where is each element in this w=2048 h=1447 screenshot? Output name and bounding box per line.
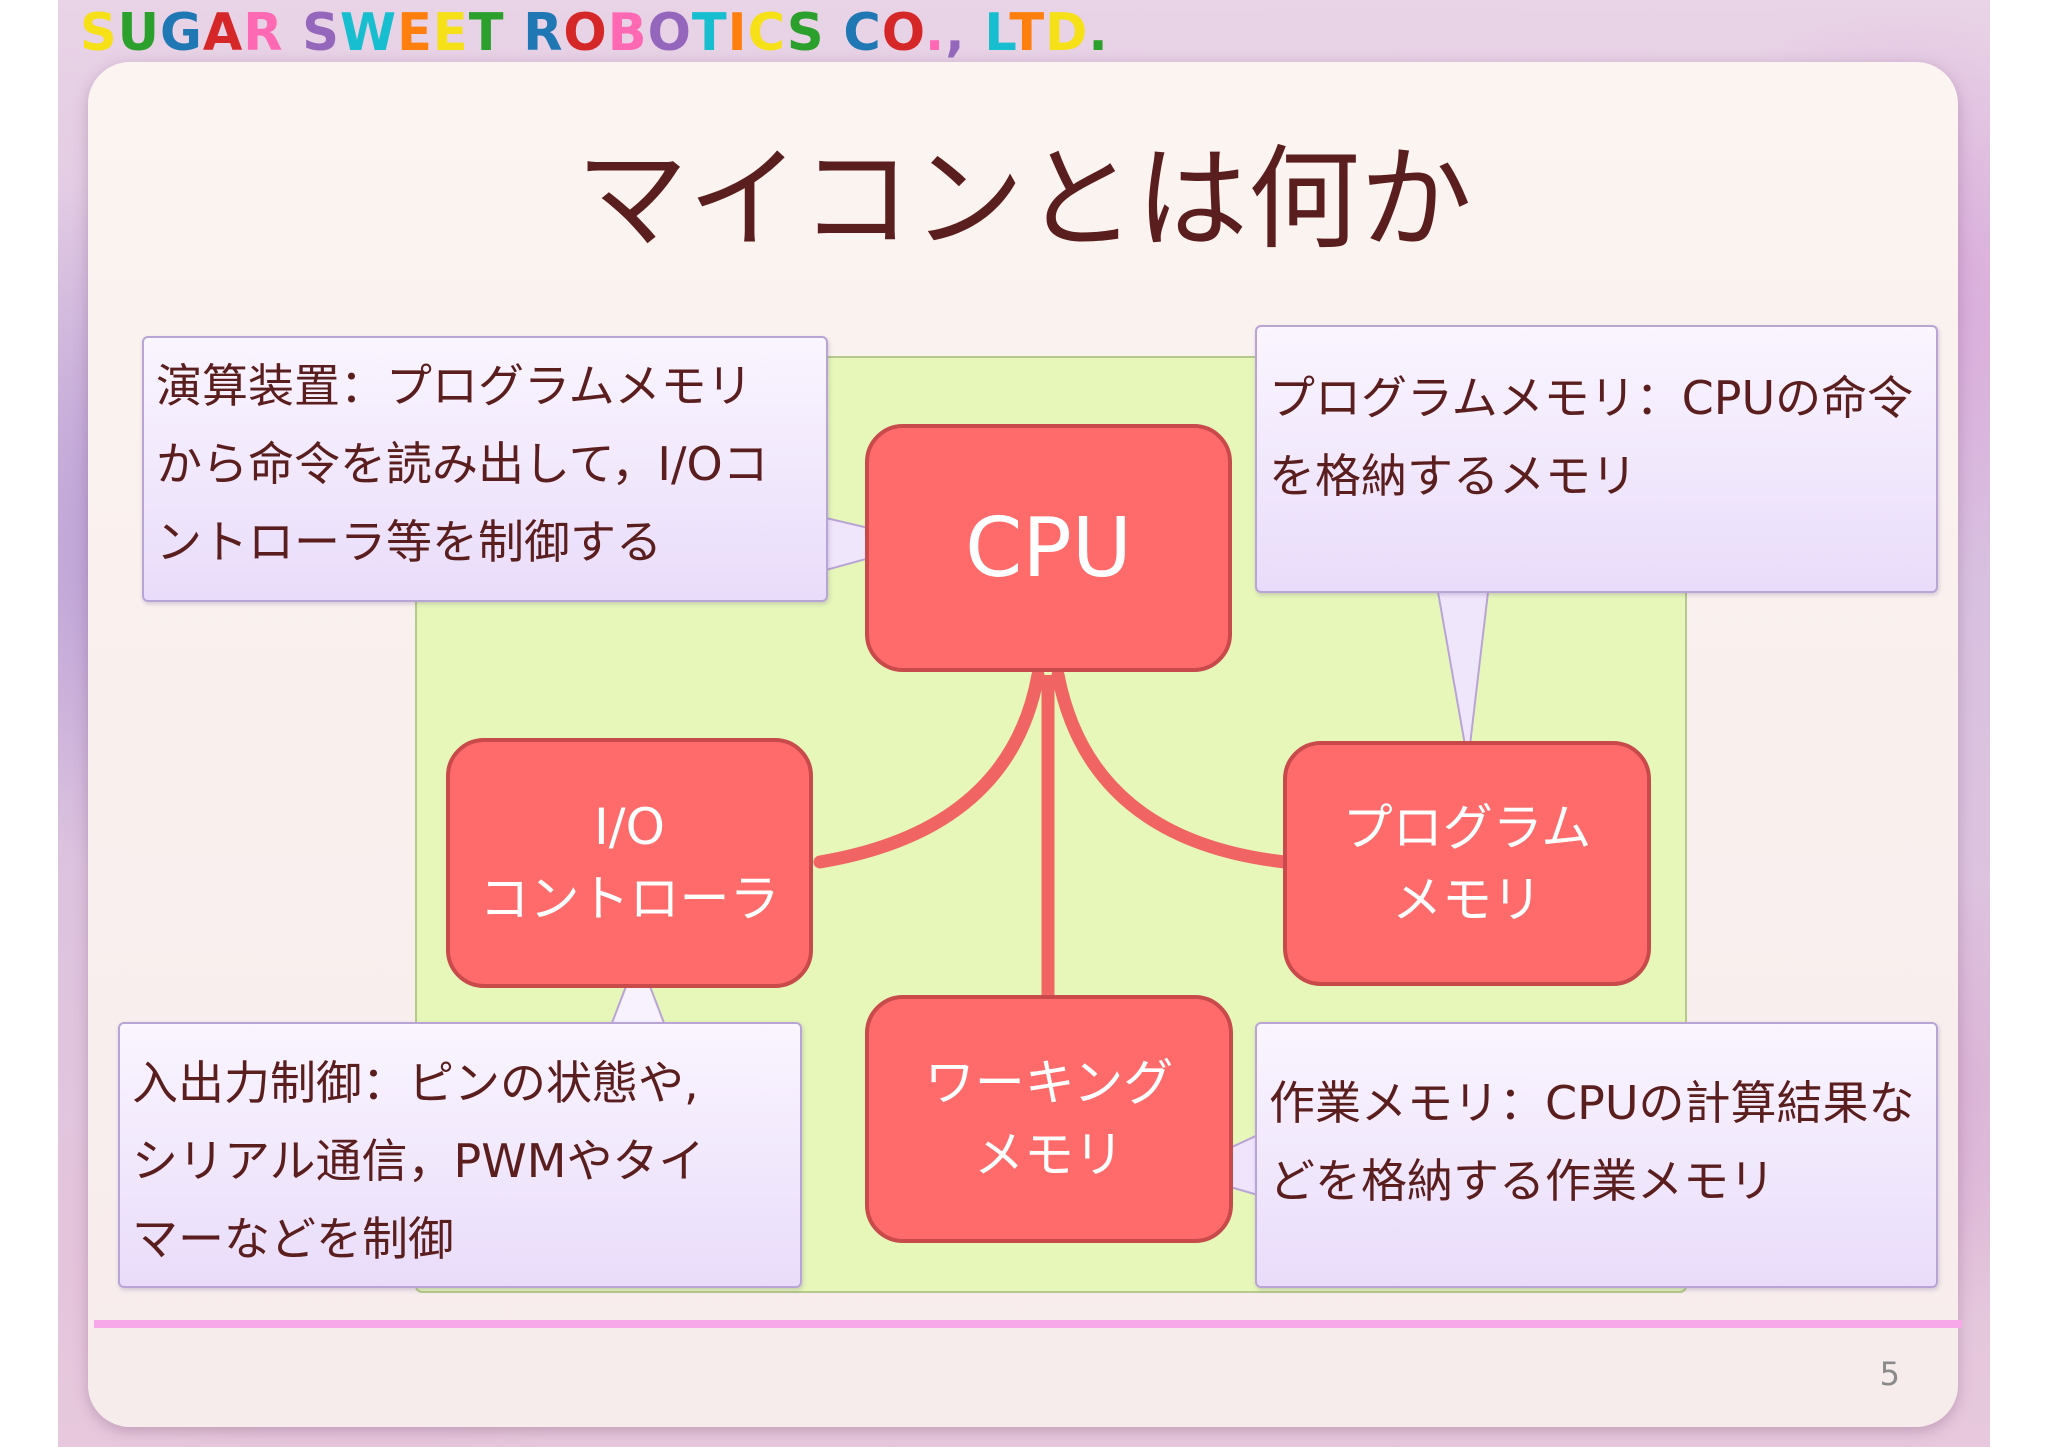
- page-number: 5: [1879, 1355, 1900, 1393]
- callout-cpu: 演算装置：プログラムメモリ から命令を読み出して，I/Oコ ントローラ等を制御す…: [142, 336, 828, 602]
- connector-cpu-io: [813, 668, 1045, 869]
- working-memory-node-line1: ワーキング: [924, 1054, 1174, 1112]
- slide-title: マイコンとは何か: [576, 135, 1472, 265]
- callout-cpu-line1: 演算装置：プログラムメモリ: [156, 359, 753, 413]
- callout-program-memory: プログラムメモリ：CPUの命令 を格納するメモリ: [1255, 325, 1938, 593]
- callout-io-line3: マーなどを制御: [132, 1212, 454, 1266]
- callout-program-memory-line2: を格納するメモリ: [1269, 449, 1637, 503]
- callout-io-line2: シリアル通信，PWMやタイ: [132, 1134, 705, 1188]
- callout-working-memory-line2: どを格納する作業メモリ: [1269, 1154, 1775, 1208]
- program-memory-node-line1: プログラム: [1342, 798, 1592, 857]
- io-node-line2: コントローラ: [479, 870, 780, 928]
- working-memory-node-line2: メモリ: [974, 1126, 1124, 1184]
- callout-working-memory: 作業メモリ：CPUの計算結果な どを格納する作業メモリ: [1255, 1022, 1938, 1288]
- callout-program-memory-line1: プログラムメモリ：CPUの命令: [1269, 371, 1914, 425]
- io-controller-node: I/O コントローラ: [446, 738, 813, 988]
- callout-cpu-line3: ントローラ等を制御する: [156, 515, 662, 569]
- connector-cpu-program-memory: [1051, 668, 1292, 869]
- callout-cpu-line2: から命令を読み出して，I/Oコ: [156, 437, 769, 491]
- working-memory-node: ワーキング メモリ: [865, 995, 1233, 1243]
- io-node-line1: I/O: [594, 798, 665, 856]
- cpu-node: CPU: [865, 424, 1232, 672]
- callout-io-line1: 入出力制御：ピンの状態や,: [132, 1056, 699, 1110]
- program-memory-node: プログラム メモリ: [1283, 741, 1651, 986]
- cpu-node-label: CPU: [965, 500, 1132, 596]
- program-memory-node-line2: メモリ: [1392, 870, 1542, 929]
- callout-io: 入出力制御：ピンの状態や, シリアル通信，PWMやタイ マーなどを制御: [118, 1022, 802, 1288]
- company-logo: SUGAR SWEET ROBOTICS CO., LTD.: [80, 3, 1109, 63]
- callout-working-memory-line1: 作業メモリ：CPUの計算結果な: [1269, 1076, 1915, 1130]
- footer-divider: [94, 1320, 1962, 1328]
